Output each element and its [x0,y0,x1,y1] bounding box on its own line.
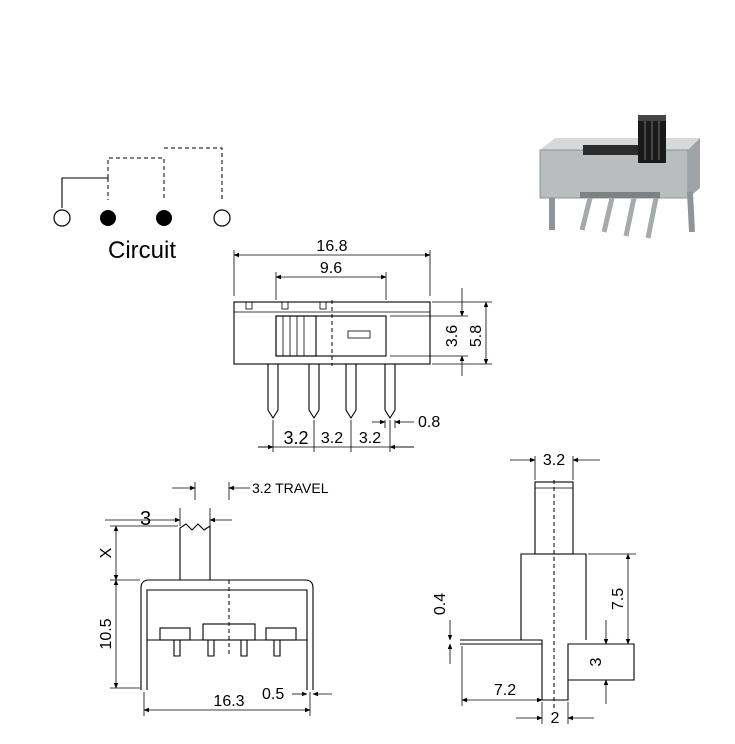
terminal-closed-1 [100,210,116,226]
dim-side-pin-width: 2 [551,710,560,727]
dim-slot-width: 9.6 [320,260,342,277]
dim-front-body-height: 10.5 [98,618,115,649]
dim-body-offset: 7.2 [494,682,516,699]
top-view: 16.8 9.6 3.6 5.8 0.8 3.2 3.2 3.2 [233,238,492,452]
slider-knob [275,315,317,357]
front-view: 3.2 TRAVEL 3 X 10.5 16.3 0.5 [98,480,332,716]
front-view-knob [179,523,211,580]
dim-plate-thickness: 0.4 [432,593,449,615]
dim-side-knob-width: 3.2 [543,452,565,469]
dim-front-body-width: 16.3 [213,693,244,710]
dim-travel: 3.2 TRAVEL [252,480,329,496]
dim-pin-length: 3 [588,657,605,666]
circuit-label: Circuit [108,237,176,264]
terminal-open-1 [53,209,71,227]
side-view: 3.2 7.5 0.4 3 7.2 2 [432,452,636,727]
top-view-body [233,301,431,365]
slide-slot [275,315,387,357]
dim-leg-width: 0.5 [262,686,284,703]
dim-pin-pitch-1: 3.2 [283,428,308,448]
terminal-closed-2 [156,210,172,226]
dim-side-body-height: 7.5 [610,588,627,610]
circuit-diagram: Circuit [53,147,231,264]
dim-knob-width: 3 [140,508,151,530]
product-photo [539,115,700,239]
top-view-pins [267,364,396,420]
terminal-open-2 [213,209,231,227]
dim-pin-width: 0.8 [418,414,440,431]
dim-knob-height: X [98,547,115,558]
dim-pin-pitch-3: 3.2 [359,430,381,447]
dim-body-height: 5.8 [468,325,485,347]
dim-slot-height: 3.6 [444,325,461,347]
dim-overall-width: 16.8 [316,238,347,255]
dim-pin-pitch-2: 3.2 [321,430,343,447]
